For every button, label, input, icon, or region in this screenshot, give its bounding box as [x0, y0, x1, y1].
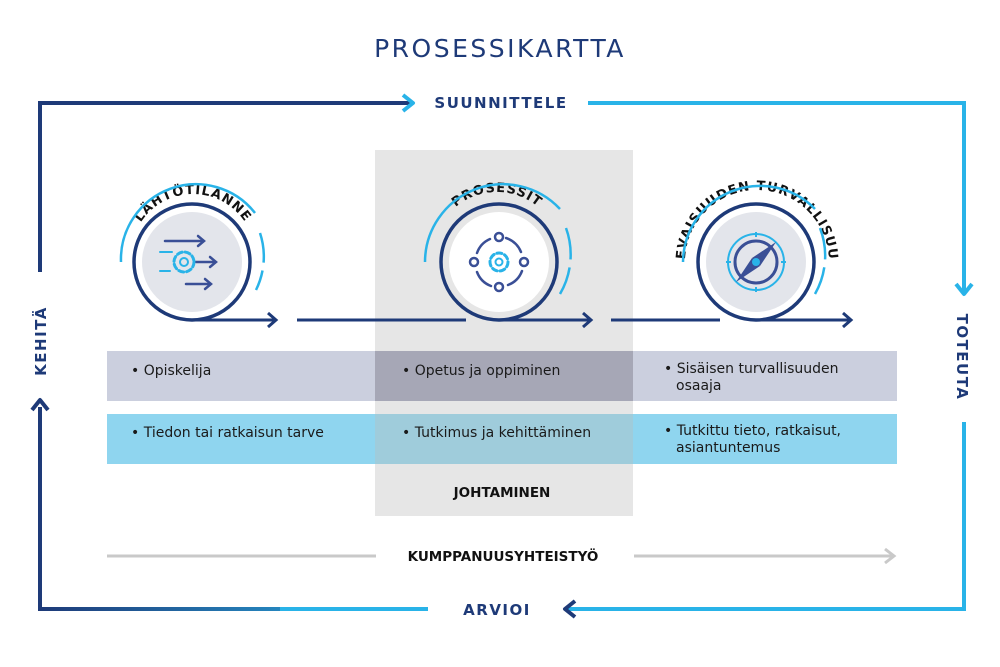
row-1: • Opiskelija • Opetus ja oppiminen • Sis…: [131, 361, 843, 394]
partnership-arrowhead: [884, 547, 897, 565]
leadership-label: JOHTAMINEN: [453, 485, 551, 501]
cycle-label-plan: SUUNNITTELE: [434, 94, 567, 112]
cycle-label-evaluate: ARVIOI: [463, 601, 531, 619]
row-1-cell-3-line-1: • Sisäisen turvallisuuden: [664, 361, 839, 377]
cycle-label-implement: TOTEUTA: [953, 314, 971, 401]
partnership-arrow: KUMPPANUUSYHTEISTYÖ: [107, 547, 897, 565]
arrowhead-up: [30, 398, 50, 412]
stage-3-arc-dash: [813, 227, 827, 295]
stage-2-arc-dash: [558, 227, 572, 295]
row-1-cell-2: • Opetus ja oppiminen: [402, 363, 560, 379]
stage-2-disc: [449, 212, 549, 312]
stage-1: LÄHTÖTILANNE: [119, 182, 279, 329]
row-1-cell-3-line-2: osaaja: [676, 378, 722, 394]
arrowhead-top-right: [401, 93, 415, 113]
page-title: PROSESSIKARTTA: [374, 34, 626, 63]
stage-1-arc-outer: [119, 183, 256, 263]
row-2-cell-2: • Tutkimus ja kehittäminen: [402, 425, 591, 441]
row-2-cell-3-line-1: • Tutkittu tieto, ratkaisut,: [664, 423, 841, 439]
stage-1-disc: [142, 212, 242, 312]
gear-arrows-icon: [159, 234, 218, 291]
row-2-cell-3-line-2: asiantuntemus: [676, 440, 780, 456]
stage-3-exit-arrowhead: [842, 311, 854, 329]
row-1-cell-3: • Sisäisen turvallisuuden osaaja: [664, 361, 843, 394]
compass-icon: [726, 232, 786, 292]
row-2-cell-3: • Tutkittu tieto, ratkaisut, asiantuntem…: [664, 423, 845, 456]
gear-cycle-icon: [468, 231, 530, 293]
row-2-cell-1: • Tiedon tai ratkaisun tarve: [131, 425, 324, 441]
cycle-frame: SUUNNITTELE TOTEUTA ARVIOI KEHITÄ: [30, 93, 974, 619]
stage-2-arc-outer: [423, 182, 561, 263]
stage-1-exit-arrowhead: [267, 311, 279, 329]
stage-3-arc-outer: [681, 184, 816, 263]
row-2-center-overlay: [375, 414, 633, 464]
cycle-label-develop: KEHITÄ: [31, 306, 50, 376]
cycle-line-top-left: [38, 101, 412, 272]
arrowhead-left: [563, 599, 577, 619]
partnership-label: KUMPPANUUSYHTEISTYÖ: [408, 547, 599, 565]
arrowhead-down: [954, 282, 974, 296]
row-1-cell-1: • Opiskelija: [131, 363, 211, 379]
cycle-line-top-right: [588, 101, 966, 292]
cycle-line-bottom-right: [566, 422, 966, 611]
row-1-center-overlay: [375, 351, 633, 401]
row-2: • Tiedon tai ratkaisun tarve • Tutkimus …: [131, 423, 845, 456]
stage-1-arc-dash: [254, 232, 266, 291]
stage-2-exit-arrowhead: [582, 311, 594, 329]
